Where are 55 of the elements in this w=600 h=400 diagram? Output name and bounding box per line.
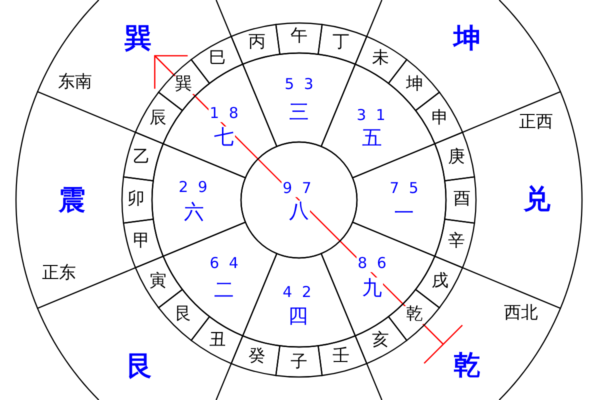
ring-segment bbox=[157, 288, 211, 342]
mountain-label: 巽 bbox=[174, 76, 194, 94]
star-numbers: 9 7 bbox=[282, 181, 312, 197]
ring-segment bbox=[134, 91, 184, 145]
mountain-label: 庚 bbox=[446, 148, 466, 167]
mountain-label: 酉 bbox=[452, 191, 472, 209]
trigram-label: 震 bbox=[58, 186, 86, 216]
mountain-label: 丁 bbox=[332, 34, 351, 52]
mountain-label: 子 bbox=[290, 354, 308, 372]
direction-label: 正西 bbox=[518, 114, 554, 132]
ring-segment bbox=[190, 315, 244, 365]
trigram-label: 巽 bbox=[124, 24, 152, 54]
mountain-label: 坤 bbox=[404, 76, 424, 94]
mountain-label: 未 bbox=[371, 50, 390, 68]
mountain-label: 丙 bbox=[247, 34, 266, 52]
ring-segment bbox=[387, 288, 441, 342]
mountain-label: 乾 bbox=[404, 306, 424, 324]
ring-segment bbox=[274, 22, 324, 56]
trigram-label: 坤 bbox=[452, 24, 482, 54]
direction-label: 西北 bbox=[503, 305, 539, 323]
ring-segment bbox=[122, 131, 165, 182]
ring-segment bbox=[317, 334, 368, 377]
palace-numeral: 四 bbox=[287, 306, 309, 326]
mountain-label: 辰 bbox=[148, 110, 168, 128]
trigram-label: 兑 bbox=[522, 186, 552, 214]
palace-numeral: 三 bbox=[288, 102, 310, 122]
mountain-label: 卯 bbox=[126, 191, 146, 209]
ring-segment bbox=[121, 175, 155, 225]
ring-segment bbox=[433, 218, 476, 269]
ring-segment bbox=[433, 131, 476, 182]
mountain-label: 戌 bbox=[430, 272, 450, 290]
ring-segment bbox=[122, 218, 165, 269]
mountain-label: 寅 bbox=[148, 272, 168, 290]
ring-segment bbox=[274, 344, 324, 378]
palace-numeral: 八 bbox=[288, 200, 310, 222]
trigram-label: 乾 bbox=[452, 352, 482, 380]
mountain-label: 亥 bbox=[371, 332, 390, 350]
ring-segment bbox=[414, 91, 464, 145]
star-numbers: 8 6 bbox=[356, 256, 388, 272]
palace-numeral: 五 bbox=[361, 128, 383, 148]
ring-segment bbox=[190, 35, 244, 85]
star-numbers: 1 8 bbox=[208, 106, 240, 122]
direction-label: 东南 bbox=[57, 74, 93, 92]
ring-segment bbox=[354, 35, 408, 85]
direction-label: 正东 bbox=[41, 265, 77, 283]
mountain-label: 癸 bbox=[247, 348, 266, 366]
ring-segment bbox=[354, 315, 408, 365]
ring-segment bbox=[443, 175, 477, 225]
palace-numeral: 九 bbox=[361, 278, 383, 298]
mountain-label: 午 bbox=[290, 28, 308, 46]
ring-segment bbox=[230, 23, 281, 66]
ring-segment bbox=[317, 23, 368, 66]
ring-segment bbox=[230, 334, 281, 377]
palace-numeral: 七 bbox=[213, 126, 235, 148]
palace-numeral: 六 bbox=[183, 202, 205, 222]
